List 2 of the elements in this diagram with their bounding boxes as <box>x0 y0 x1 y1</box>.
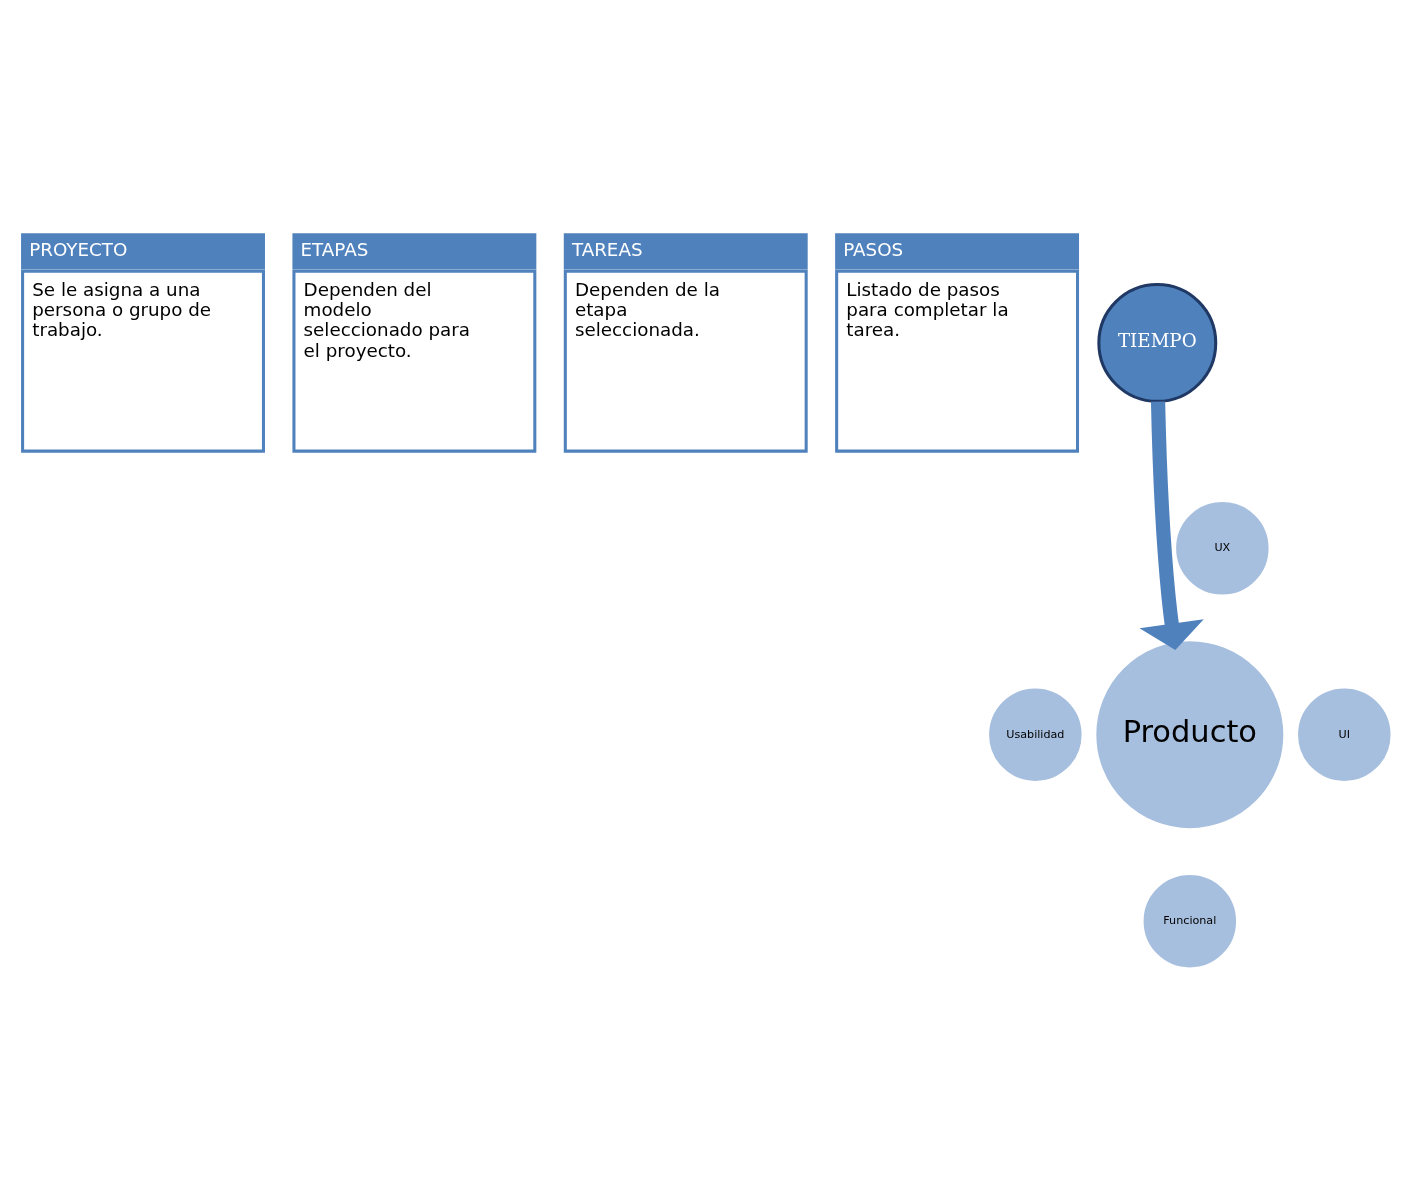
node-circle: TIEMPO <box>1097 282 1218 403</box>
arrow <box>1139 400 1204 650</box>
